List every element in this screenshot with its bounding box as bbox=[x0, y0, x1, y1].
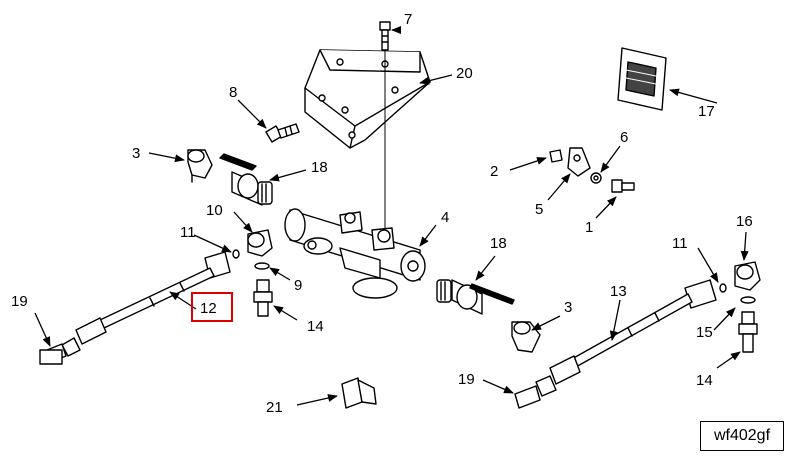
right-small-o-ring-part bbox=[719, 283, 727, 293]
right-o-ring-part bbox=[740, 296, 756, 304]
right-valve-part bbox=[436, 279, 515, 315]
callout-8: 8 bbox=[229, 84, 237, 101]
callout-20: 20 bbox=[456, 65, 473, 82]
callout-16: 16 bbox=[736, 213, 753, 230]
callout-3-right: 3 bbox=[564, 299, 572, 316]
right-hose-part bbox=[514, 279, 717, 409]
left-end-fitting-part bbox=[39, 349, 63, 365]
callout-19-right: 19 bbox=[458, 371, 475, 388]
callout-14-right: 14 bbox=[696, 372, 713, 389]
callout-10: 10 bbox=[206, 202, 223, 219]
callout-12: 12 bbox=[200, 300, 217, 317]
callout-19-left: 19 bbox=[11, 293, 28, 310]
left-elbow-part bbox=[187, 149, 213, 183]
callout-4: 4 bbox=[441, 209, 449, 226]
union-fitting-part bbox=[341, 377, 377, 409]
callout-9: 9 bbox=[294, 277, 302, 294]
callout-15: 15 bbox=[696, 324, 713, 341]
left-adapter-part bbox=[253, 279, 273, 317]
callout-18-right: 18 bbox=[490, 235, 507, 252]
bolt-part bbox=[379, 21, 391, 51]
callout-7: 7 bbox=[404, 11, 412, 28]
mounting-bracket-part bbox=[304, 44, 431, 233]
callout-11-left: 11 bbox=[180, 224, 196, 241]
callout-5: 5 bbox=[535, 201, 543, 218]
callout-3-left: 3 bbox=[132, 145, 140, 162]
left-hose-part bbox=[41, 251, 231, 365]
callout-21: 21 bbox=[266, 399, 283, 416]
callout-14-left: 14 bbox=[307, 318, 324, 335]
callout-6: 6 bbox=[620, 129, 628, 146]
screw-part bbox=[265, 123, 300, 143]
elbow-fitting-part bbox=[247, 229, 273, 257]
clip-hardware-part bbox=[549, 147, 635, 193]
left-valve-part bbox=[219, 153, 273, 206]
o-ring-part bbox=[254, 262, 270, 270]
callout-18-left: 18 bbox=[311, 159, 328, 176]
right-elbow-fitting-part bbox=[734, 261, 761, 291]
left-small-o-ring-part bbox=[232, 249, 240, 259]
reference-code-label: wf402gf bbox=[700, 421, 784, 451]
right-adapter-part bbox=[738, 311, 758, 353]
callout-17: 17 bbox=[698, 103, 715, 120]
callout-11-right: 11 bbox=[672, 235, 688, 252]
leader-arrows bbox=[34, 26, 749, 406]
callout-13: 13 bbox=[610, 283, 627, 300]
highlight-box-callout-12 bbox=[191, 292, 233, 322]
filter-head-part bbox=[284, 208, 426, 299]
callout-1: 1 bbox=[585, 219, 593, 236]
decal-label-part bbox=[617, 47, 667, 111]
callout-2: 2 bbox=[490, 163, 498, 180]
right-elbow-part bbox=[511, 321, 541, 353]
